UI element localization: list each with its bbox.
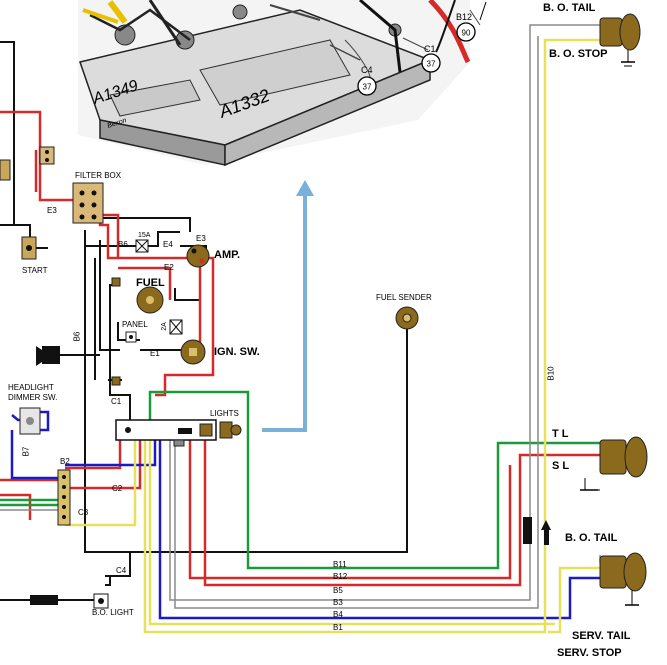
wire-label-b4: B4 xyxy=(333,610,343,619)
label-fuse-15a: 15A xyxy=(138,232,151,239)
label-panel: PANEL xyxy=(122,320,148,329)
start-switch xyxy=(21,236,48,260)
connector-block-top xyxy=(39,146,55,165)
wire-label-e3-left: E3 xyxy=(47,206,57,215)
wire-label-b5: B5 xyxy=(333,586,343,595)
fuel-gauge xyxy=(136,286,164,314)
tail-lamp-bottom xyxy=(599,552,647,606)
label-start: START xyxy=(22,266,48,275)
wire-label-e3-right: E3 xyxy=(196,234,206,243)
svg-text:37: 37 xyxy=(363,83,372,92)
label-tl: T L xyxy=(552,428,569,440)
label-bo-stop: B. O. STOP xyxy=(549,48,608,60)
connector-right xyxy=(523,517,532,544)
amp-gauge xyxy=(186,244,210,268)
wire-label-b3: B3 xyxy=(333,598,343,607)
label-fuel-sender: FUEL SENDER xyxy=(376,293,432,302)
fuel-sender xyxy=(395,306,419,330)
fuse-2a xyxy=(169,319,183,335)
tail-lamp-right xyxy=(580,436,648,491)
callout-c4: 37 C4 xyxy=(357,65,377,96)
wire-label-b7: B7 xyxy=(21,446,31,457)
label-filter-box: FILTER BOX xyxy=(75,171,122,180)
lights-switch xyxy=(115,419,242,447)
wire-label-b11: B11 xyxy=(333,560,347,569)
label-headlight: HEADLIGHT xyxy=(8,383,54,392)
svg-text:B12: B12 xyxy=(456,12,472,22)
connector-plug xyxy=(544,530,549,545)
label-dimmer-sw: DIMMER SW. xyxy=(8,393,58,402)
wire-label-e4: E4 xyxy=(163,240,173,249)
callout-b12: 90 B12 xyxy=(456,1,487,42)
fuse-15a xyxy=(135,239,149,253)
callout-c1: 37 C1 xyxy=(421,44,441,73)
bo-light xyxy=(0,552,131,609)
wires-black xyxy=(0,41,408,553)
wire-label-b12: B12 xyxy=(333,572,348,581)
wire-label-c2: C2 xyxy=(112,484,123,493)
label-amp: AMP. xyxy=(214,249,241,261)
label-bo-light: B.O. LIGHT xyxy=(92,608,134,617)
wire-label-e2: E2 xyxy=(164,263,174,272)
wire-label-b2: B2 xyxy=(60,457,70,466)
wire-label-e1: E1 xyxy=(150,349,160,358)
panel-lamp xyxy=(125,331,137,343)
label-fuel: FUEL xyxy=(136,277,165,289)
wire-label-c3: C3 xyxy=(78,508,89,517)
wire-label-b1: B1 xyxy=(333,623,343,632)
label-ign-sw: IGN. SW. xyxy=(214,346,260,358)
arrow-to-inset xyxy=(262,192,307,432)
wire-label-c1: C1 xyxy=(111,397,122,406)
wires-green xyxy=(0,390,600,570)
bo-tail-lamp-top xyxy=(599,13,641,67)
wire-label-b10: B10 xyxy=(546,366,556,381)
svg-text:37: 37 xyxy=(427,60,436,69)
inset-drawing xyxy=(78,0,481,167)
svg-text:C1: C1 xyxy=(424,44,436,54)
svg-text:90: 90 xyxy=(462,29,471,38)
indicator-bulb-b xyxy=(111,376,121,386)
dimmer-switch xyxy=(19,407,41,435)
wire-label-b6-top: B6 xyxy=(118,240,128,249)
label-bo-tail-bottom: B. O. TAIL xyxy=(565,532,618,544)
label-fuse-2a: 2A xyxy=(160,322,168,331)
wire-label-b6-vert: B6 xyxy=(72,331,82,342)
wire-label-c4: C4 xyxy=(116,566,127,575)
ignition-switch xyxy=(180,339,206,365)
wires-yellow xyxy=(65,38,600,634)
left-plug xyxy=(36,346,60,366)
label-bo-tail-top: B. O. TAIL xyxy=(543,2,596,14)
terminal-strip xyxy=(57,469,71,526)
indicator-bulb-a xyxy=(111,277,121,287)
label-serv-stop: SERV. STOP xyxy=(557,647,622,659)
svg-text:C4: C4 xyxy=(361,65,373,75)
label-lights: LIGHTS xyxy=(210,409,239,418)
label-sl: S L xyxy=(552,460,570,472)
label-serv-tail: SERV. TAIL xyxy=(572,630,631,642)
filter-box xyxy=(72,182,104,224)
